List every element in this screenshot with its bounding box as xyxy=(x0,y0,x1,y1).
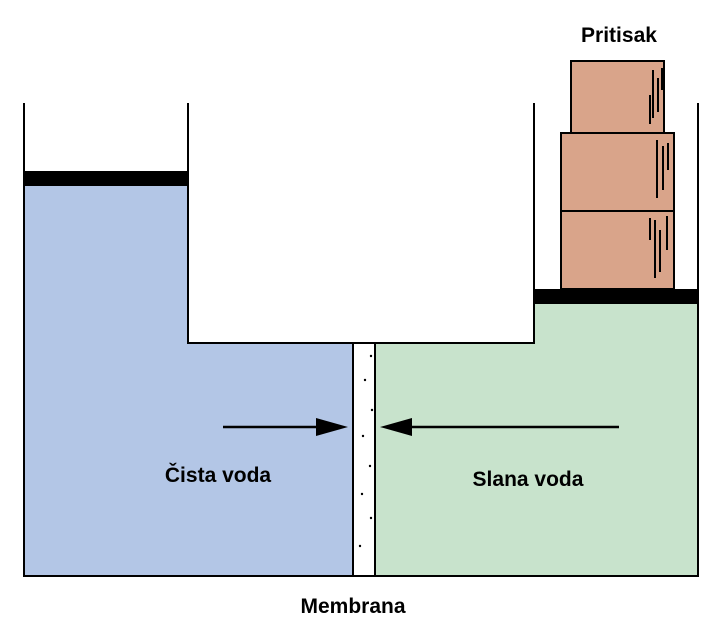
membrane-label: Membrana xyxy=(300,595,405,618)
arrow-left-to-membrane xyxy=(223,418,348,436)
pure-water-region xyxy=(24,186,353,576)
left-piston xyxy=(24,171,188,186)
pure-water-label: Čista voda xyxy=(165,463,272,487)
weight-stack xyxy=(560,60,675,290)
weight-block-top xyxy=(570,60,665,134)
salt-water-region xyxy=(375,304,698,576)
membrane-pores xyxy=(358,354,374,548)
weight-block-bottom xyxy=(560,210,675,290)
arrow-right-to-membrane xyxy=(380,418,619,436)
weight-texture xyxy=(649,68,669,278)
weight-block-middle xyxy=(560,132,675,212)
salt-water-label: Slana voda xyxy=(473,468,584,491)
membrane xyxy=(352,342,376,577)
container-outline xyxy=(23,103,699,577)
right-piston xyxy=(534,289,698,304)
pressure-label: Pritisak xyxy=(581,24,657,47)
